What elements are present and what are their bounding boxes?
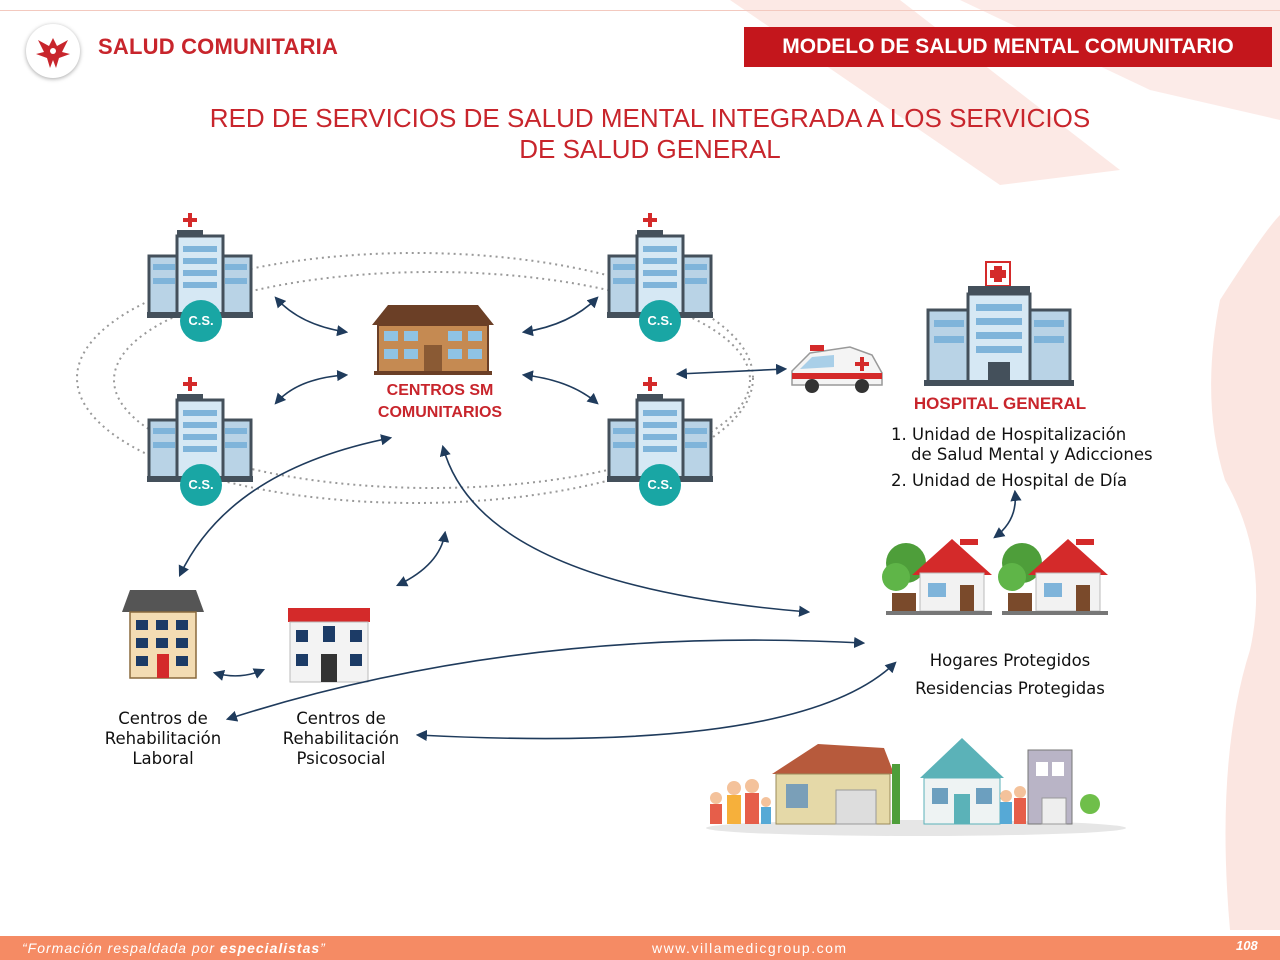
- footer-bar: [0, 936, 1280, 960]
- laboral-line2: Rehabilitación: [104, 729, 222, 748]
- centros-sm-label: CENTROS SM COMUNITARIOS: [352, 380, 528, 424]
- arrow-centros-cs4: [521, 370, 599, 405]
- psicosocial-line2: Rehabilitación: [282, 729, 400, 748]
- hospital-building-icon: [924, 261, 1074, 386]
- page-title-line1: RED DE SERVICIOS DE SALUD MENTAL INTEGRA…: [209, 103, 1091, 133]
- community-center-building-icon: [372, 305, 494, 375]
- cs-badge: C.S.: [639, 300, 681, 342]
- rehab-center-building-icon: [122, 590, 204, 679]
- protected-home-icon: [882, 539, 992, 615]
- arrow-laboral-hogares: [225, 636, 866, 722]
- header-rule: [0, 10, 1280, 11]
- rehab-center-building-icon: [288, 608, 370, 683]
- footer-slogan-suffix: ”: [320, 940, 326, 956]
- psicosocial-line1: Centros de: [296, 709, 386, 728]
- hogares-label: Hogares Protegidos Residencias Protegida…: [890, 647, 1130, 703]
- centros-sm-line2: COMUNITARIOS: [377, 404, 503, 421]
- arrow-cs3-centros: [274, 369, 349, 405]
- psicosocial-line3: Psicosocial: [296, 749, 386, 768]
- families-houses-illustration: [706, 738, 1126, 836]
- arrow-centros-hogares: [439, 444, 811, 617]
- hogares-line1: Hogares Protegidos: [929, 651, 1091, 670]
- footer-website[interactable]: www.villamedicgroup.com: [652, 940, 848, 956]
- ambulance-icon: [791, 345, 883, 393]
- footer-slogan: “Formación respaldada por especialistas”: [22, 940, 326, 956]
- cs-badge: C.S.: [639, 464, 681, 506]
- phoenix-logo-icon: [26, 24, 80, 78]
- arrow-centros-cs2: [521, 296, 599, 337]
- laboral-line1: Centros de: [118, 709, 208, 728]
- hospital-unit-1: 1. Unidad de Hospitalización de Salud Me…: [891, 425, 1153, 465]
- module-banner: MODELO DE SALUD MENTAL COMUNITARIO: [744, 27, 1272, 67]
- hogares-line2: Residencias Protegidas: [915, 679, 1105, 698]
- protected-home-icon: [998, 539, 1108, 615]
- arrow-psicosocial-hogares: [415, 661, 897, 742]
- hospital-title: HOSPITAL GENERAL: [913, 394, 1087, 413]
- hospital-unit-1-line2: de Salud Mental y Adicciones: [911, 445, 1153, 464]
- footer-slogan-prefix: “Formación respaldada por: [22, 940, 220, 956]
- page-title: RED DE SERVICIOS DE SALUD MENTAL INTEGRA…: [140, 103, 1160, 165]
- centros-sm-line1: CENTROS SM: [386, 382, 494, 399]
- connector-arrows: [178, 296, 1022, 742]
- page-number: 108: [1236, 938, 1258, 953]
- psicosocial-label: Centros de Rehabilitación Psicosocial: [266, 709, 416, 769]
- arrow-ring-ambulance: [675, 363, 788, 380]
- arrow-centros-laboral: [178, 434, 393, 578]
- hospital-unit-2: 2. Unidad de Hospital de Día: [891, 471, 1128, 490]
- cs-badge: C.S.: [180, 464, 222, 506]
- network-ring-inner: [113, 271, 751, 489]
- page-title-line2: DE SALUD GENERAL: [519, 134, 781, 164]
- laboral-line3: Laboral: [132, 749, 194, 768]
- arrow-laboral-psicosocial: [212, 668, 266, 681]
- cs-badge: C.S.: [180, 300, 222, 342]
- arrow-hospital-hogares: [993, 489, 1022, 539]
- footer-slogan-bold: especialistas: [219, 940, 321, 956]
- hospital-unit-1-line1: 1. Unidad de Hospitalización: [891, 425, 1127, 444]
- laboral-label: Centros de Rehabilitación Laboral: [88, 709, 238, 769]
- arrow-cs1-centros: [274, 296, 349, 337]
- arrow-centros-psicosocial: [395, 530, 450, 587]
- brand-title: SALUD COMUNITARIA: [98, 34, 339, 59]
